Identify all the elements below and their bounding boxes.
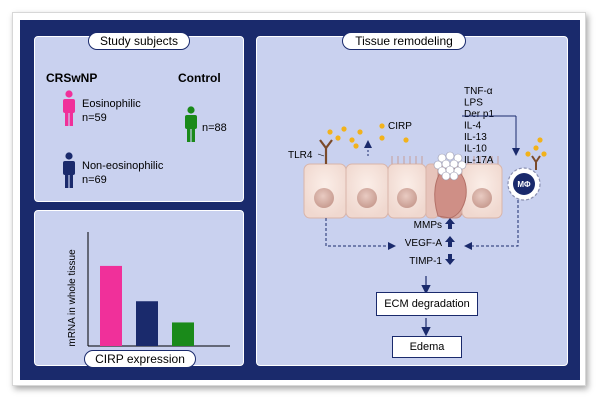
non-eosinophilic-n: n=69 xyxy=(82,174,107,186)
tlr4-label: TLR4 xyxy=(288,150,313,161)
stimulus-label: IL-10 xyxy=(464,144,487,155)
ecm-degradation-box: ECM degradation xyxy=(376,292,478,316)
tlr4-receptor-icon xyxy=(319,139,333,164)
control-person-icon xyxy=(185,106,197,142)
chart-bar xyxy=(136,301,158,346)
marker-label: VEGF-A xyxy=(405,238,443,249)
tissue-remodeling-title: Tissue remodeling xyxy=(342,32,466,50)
cirp-molecules xyxy=(327,126,409,149)
stimulus-label: Der p1 xyxy=(464,109,494,120)
chart-y-axis-label: mRNA in whole tissue xyxy=(67,249,78,347)
stimulus-label: IL-17A xyxy=(464,155,494,166)
figure-canvas: Study subjects CRSwNP Control Eosinophil… xyxy=(20,20,580,380)
chart-bar xyxy=(100,265,122,346)
marker-label: MMPs xyxy=(414,220,442,231)
cirp-expression-title: CIRP expression xyxy=(84,350,196,368)
stimulus-label: TNF-α xyxy=(464,86,493,97)
eosinophilic-label: Eosinophilic xyxy=(82,98,141,110)
non-eosinophilic-label: Non-eosinophilic xyxy=(82,160,164,172)
stimulus-label: LPS xyxy=(464,98,483,109)
arrow-up-icon xyxy=(445,218,455,229)
edema-box: Edema xyxy=(392,336,462,358)
control-n: n=88 xyxy=(202,122,227,134)
cirp-bar-chart: mRNA in whole tissue xyxy=(67,232,230,347)
control-label: Control xyxy=(178,71,221,85)
eosinophilic-person-icon xyxy=(63,90,75,126)
arrow-down-icon xyxy=(445,254,455,265)
marker-label: TIMP-1 xyxy=(409,256,442,267)
chart-bar xyxy=(172,322,194,346)
macrophage-icon xyxy=(507,137,547,201)
arrow-up-icon xyxy=(445,236,455,247)
stimulus-label: IL-4 xyxy=(464,121,482,132)
macrophage-label: MΦ xyxy=(517,180,531,189)
cirp-label: CIRP xyxy=(388,121,412,132)
eosinophilic-n: n=59 xyxy=(82,112,107,124)
crswnp-label: CRSwNP xyxy=(46,71,98,85)
study-subjects-title: Study subjects xyxy=(88,32,190,50)
non-eosinophilic-person-icon xyxy=(63,152,75,188)
stimulus-label: IL-13 xyxy=(464,132,487,143)
